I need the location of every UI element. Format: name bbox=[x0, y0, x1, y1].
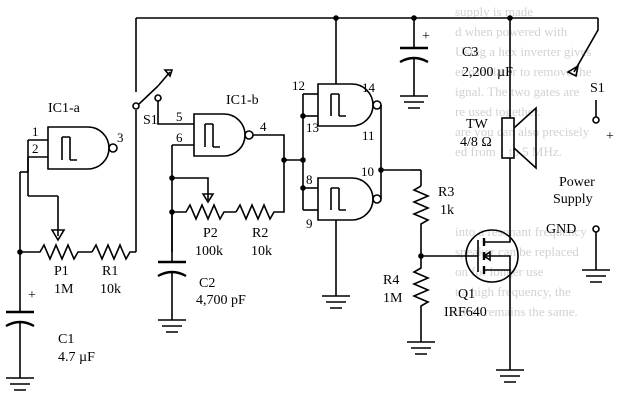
ic1b-gate bbox=[193, 113, 254, 157]
c3-plus-label: + bbox=[422, 29, 430, 44]
pin-10-label: 10 bbox=[361, 164, 374, 179]
r4-value-label: 1M bbox=[383, 291, 403, 306]
supply-plus-label: + bbox=[606, 129, 614, 144]
bleed-line: ignal. The two gates are bbox=[455, 84, 580, 99]
r1-resistor bbox=[91, 110, 137, 262]
c1-plus-label: + bbox=[28, 288, 36, 303]
tw-value-label: 4/8 Ω bbox=[460, 135, 492, 150]
p2-name-label: P2 bbox=[203, 226, 218, 241]
bleed-line: on for longer use bbox=[455, 264, 544, 279]
pin-13-label: 13 bbox=[306, 120, 319, 135]
junction-dot bbox=[300, 113, 306, 119]
junction-dot bbox=[378, 167, 384, 173]
q1-ground bbox=[496, 282, 524, 383]
pin-12-label: 12 bbox=[292, 78, 305, 93]
c1-value-label: 4.7 µF bbox=[58, 350, 95, 365]
p1-name-label: P1 bbox=[54, 264, 69, 279]
pin-3-label: 3 bbox=[117, 130, 124, 145]
tw-speaker bbox=[501, 18, 537, 230]
junction-dot bbox=[507, 15, 513, 21]
r3-value-label: 1k bbox=[440, 203, 454, 218]
ic1a-label: IC1-a bbox=[48, 101, 81, 116]
power-supply-gnd bbox=[582, 225, 610, 283]
p1-value-label: 1M bbox=[54, 282, 74, 297]
r3-resistor bbox=[411, 185, 431, 256]
power-supply-label-line1: Power bbox=[559, 175, 595, 190]
q1-mosfet bbox=[421, 229, 519, 283]
bleed-line: into a resonant frequency bbox=[455, 224, 587, 239]
r1-name-label: R1 bbox=[102, 264, 118, 279]
r2-value-label: 10k bbox=[251, 244, 272, 259]
ic1a-wiring bbox=[19, 139, 48, 252]
bleed-line: supply is made bbox=[455, 4, 533, 19]
pin-8-label: 8 bbox=[306, 172, 313, 187]
gnd-label: GND bbox=[546, 222, 576, 237]
c1-name-label: C1 bbox=[58, 332, 74, 347]
ic1b-label: IC1-b bbox=[226, 93, 259, 108]
pin-6-label: 6 bbox=[176, 130, 183, 145]
power-supply-label-line2: Supply bbox=[553, 192, 593, 207]
c2-name-label: C2 bbox=[199, 276, 215, 291]
pin-4-label: 4 bbox=[260, 119, 267, 134]
p2-value-label: 100k bbox=[195, 244, 223, 259]
r3-name-label: R3 bbox=[438, 185, 454, 200]
c3-value-label: 2,200 µF bbox=[462, 65, 513, 80]
junction-dot bbox=[333, 15, 339, 21]
s1-left-label: S1 bbox=[143, 113, 158, 128]
r1-value-label: 10k bbox=[100, 282, 121, 297]
bleed-line: are you can also precisely bbox=[455, 124, 590, 139]
c2-capacitor bbox=[157, 212, 187, 333]
bleed-line: ed from 1 to 5 MHz. bbox=[455, 144, 562, 159]
lower-output-gate bbox=[317, 177, 382, 221]
c2-value-label: 4,700 pF bbox=[196, 293, 246, 308]
bleed-line: d when powered with bbox=[455, 24, 568, 39]
q1-name-label: Q1 bbox=[458, 287, 475, 302]
junction-dot bbox=[411, 15, 417, 21]
c3-capacitor bbox=[399, 18, 429, 109]
bleed-line: er oscillator to remove the bbox=[455, 64, 592, 79]
bleed-line: ower remains the same. bbox=[455, 304, 578, 319]
pin-5-label: 5 bbox=[176, 109, 183, 124]
pin-14-label: 14 bbox=[362, 80, 376, 95]
r2-resistor bbox=[235, 160, 285, 222]
p2-potentiometer bbox=[172, 202, 236, 222]
c1-capacitor bbox=[5, 252, 35, 391]
bleed-line: Using a hex inverter gives bbox=[455, 44, 592, 59]
q1-value-label: IRF640 bbox=[444, 305, 487, 320]
pin-2-label: 2 bbox=[32, 141, 39, 156]
pin-9-label: 9 bbox=[306, 216, 313, 231]
r2-name-label: R2 bbox=[252, 226, 268, 241]
bleed-line: re used together. bbox=[455, 104, 541, 119]
p1-potentiometer bbox=[20, 172, 92, 262]
tw-name-label: TW bbox=[466, 117, 489, 132]
s1-power-switch bbox=[566, 18, 600, 124]
s1-left-switch bbox=[132, 17, 598, 110]
ic1a-gate bbox=[47, 126, 118, 170]
bleed-line: t a high frequency, the bbox=[455, 284, 571, 299]
pin-1-label: 1 bbox=[32, 124, 39, 139]
junction-dot bbox=[300, 185, 306, 191]
s1-right-label: S1 bbox=[590, 81, 605, 96]
c3-name-label: C3 bbox=[462, 45, 478, 60]
pin-11-label: 11 bbox=[362, 128, 375, 143]
r4-resistor bbox=[407, 256, 435, 355]
junction-dot bbox=[169, 175, 175, 181]
r4-name-label: R4 bbox=[383, 273, 399, 288]
